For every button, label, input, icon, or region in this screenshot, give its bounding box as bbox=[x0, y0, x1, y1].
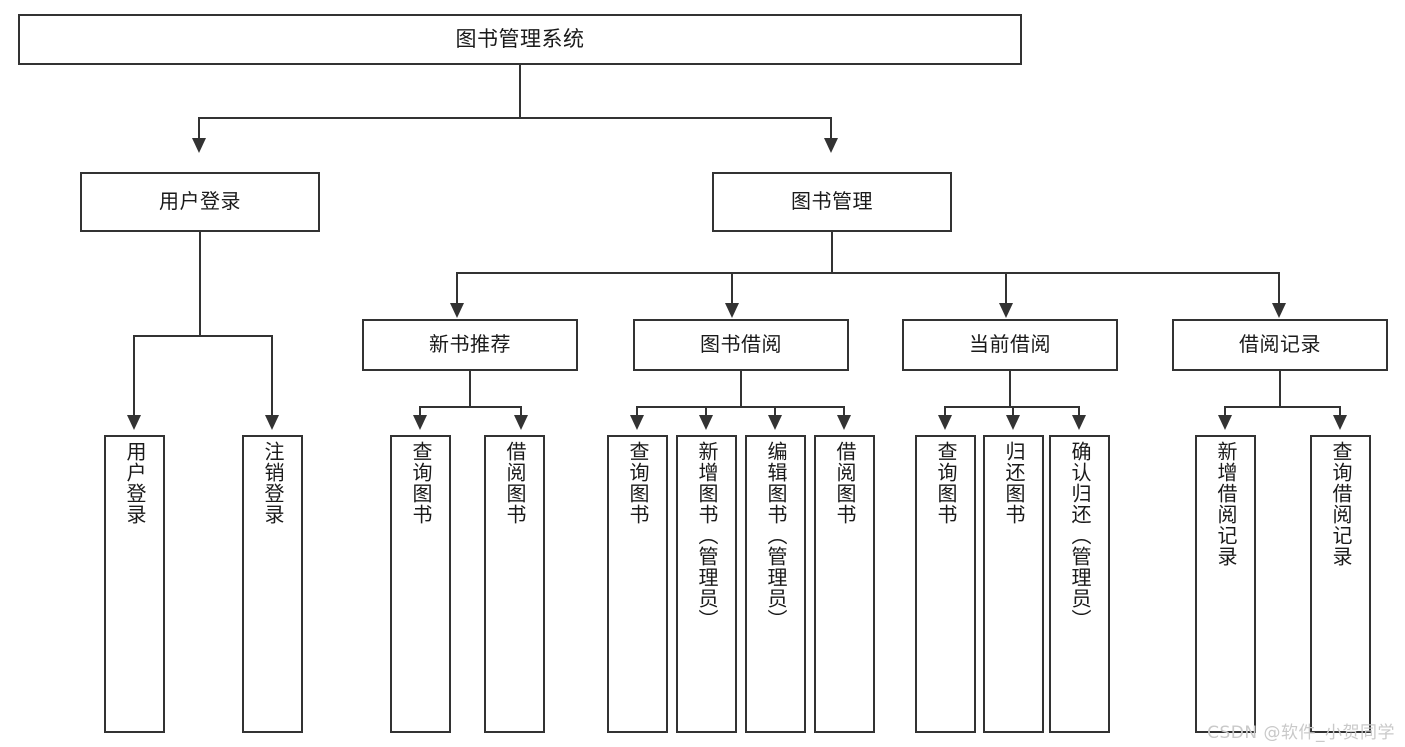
leaf-user-login[interactable]: 用户登录 bbox=[104, 435, 165, 733]
connector-book-borrow-drop-1 bbox=[636, 406, 638, 417]
leaf-add-borrow-record[interactable]: 新增借阅记录 bbox=[1195, 435, 1256, 733]
node-label: 图书管理系统 bbox=[455, 27, 585, 52]
node-label: 用户登录 bbox=[123, 441, 147, 525]
node-label: 借阅图书 bbox=[503, 441, 527, 525]
arrow-to-book-manage bbox=[824, 138, 838, 153]
node-borrow-record[interactable]: 借阅记录 bbox=[1172, 319, 1388, 371]
node-label: 查询图书 bbox=[626, 441, 650, 525]
node-label: 新增借阅记录 bbox=[1214, 441, 1238, 567]
node-current-borrow[interactable]: 当前借阅 bbox=[902, 319, 1118, 371]
connector-borrow-record-drop-2 bbox=[1339, 406, 1341, 417]
leaf-logout[interactable]: 注销登录 bbox=[242, 435, 303, 733]
connector-new-book-drop-1 bbox=[419, 406, 421, 417]
connector-book-borrow-bar bbox=[636, 406, 844, 408]
arrow-to-leaf-query-book-1 bbox=[413, 415, 427, 430]
leaf-edit-book-admin[interactable]: 编辑图书（管理员） bbox=[745, 435, 806, 733]
node-label: 图书借阅 bbox=[700, 332, 782, 357]
node-label: 新增图书（管理员） bbox=[695, 441, 719, 630]
leaf-query-book-current[interactable]: 查询图书 bbox=[915, 435, 976, 733]
connector-book-borrow-drop-2 bbox=[705, 406, 707, 417]
connector-book-manage-stem bbox=[831, 232, 833, 274]
node-label: 图书管理 bbox=[791, 189, 873, 214]
node-book-borrow[interactable]: 图书借阅 bbox=[633, 319, 849, 371]
connector-book-borrow-drop-3 bbox=[774, 406, 776, 417]
node-label: 注销登录 bbox=[261, 441, 285, 525]
arrow-to-current-borrow bbox=[999, 303, 1013, 318]
node-label: 查询借阅记录 bbox=[1329, 441, 1353, 567]
connector-borrow-record-drop-1 bbox=[1224, 406, 1226, 417]
leaf-borrow-book-recommend[interactable]: 借阅图书 bbox=[484, 435, 545, 733]
arrow-to-leaf-query-record bbox=[1333, 415, 1347, 430]
arrow-to-leaf-query-book-2 bbox=[630, 415, 644, 430]
connector-level1-drop-left bbox=[198, 117, 200, 140]
node-label: 当前借阅 bbox=[969, 332, 1051, 357]
node-new-book-recommend[interactable]: 新书推荐 bbox=[362, 319, 578, 371]
arrow-to-leaf-borrow-book-2 bbox=[837, 415, 851, 430]
connector-new-book-stem bbox=[469, 371, 471, 408]
arrow-to-book-borrow bbox=[725, 303, 739, 318]
arrow-to-new-book-recommend bbox=[450, 303, 464, 318]
arrow-to-leaf-logout bbox=[265, 415, 279, 430]
arrow-to-leaf-edit-book bbox=[768, 415, 782, 430]
connector-level2-drop-4 bbox=[1278, 272, 1280, 305]
connector-new-book-drop-2 bbox=[520, 406, 522, 417]
node-label: 用户登录 bbox=[159, 189, 241, 214]
arrow-to-user-login bbox=[192, 138, 206, 153]
arrow-to-borrow-record bbox=[1272, 303, 1286, 318]
leaf-confirm-return-admin[interactable]: 确认归还（管理员） bbox=[1049, 435, 1110, 733]
node-label: 查询图书 bbox=[934, 441, 958, 525]
connector-current-borrow-stem bbox=[1009, 371, 1011, 408]
node-label: 确认归还（管理员） bbox=[1068, 441, 1092, 630]
connector-current-borrow-drop-3 bbox=[1078, 406, 1080, 417]
leaf-query-borrow-record[interactable]: 查询借阅记录 bbox=[1310, 435, 1371, 733]
leaf-query-book-recommend[interactable]: 查询图书 bbox=[390, 435, 451, 733]
arrow-to-leaf-user-login bbox=[127, 415, 141, 430]
connector-root-stem bbox=[519, 65, 521, 118]
connector-user-login-drop-1 bbox=[133, 335, 135, 417]
connector-level2-drop-2 bbox=[731, 272, 733, 305]
leaf-return-book[interactable]: 归还图书 bbox=[983, 435, 1044, 733]
connector-borrow-record-stem bbox=[1279, 371, 1281, 408]
connector-user-login-drop-2 bbox=[271, 335, 273, 417]
connector-current-borrow-drop-1 bbox=[944, 406, 946, 417]
connector-borrow-record-bar bbox=[1224, 406, 1341, 408]
connector-user-login-bar bbox=[133, 335, 273, 337]
node-label: 编辑图书（管理员） bbox=[764, 441, 788, 630]
node-label: 查询图书 bbox=[409, 441, 433, 525]
arrow-to-leaf-confirm-return bbox=[1072, 415, 1086, 430]
connector-user-login-stem bbox=[199, 232, 201, 336]
arrow-to-leaf-add-record bbox=[1218, 415, 1232, 430]
connector-book-borrow-stem bbox=[740, 371, 742, 408]
leaf-borrow-book[interactable]: 借阅图书 bbox=[814, 435, 875, 733]
connector-current-borrow-drop-2 bbox=[1012, 406, 1014, 417]
leaf-query-book-borrow[interactable]: 查询图书 bbox=[607, 435, 668, 733]
node-user-login[interactable]: 用户登录 bbox=[80, 172, 320, 232]
arrow-to-leaf-return-book bbox=[1006, 415, 1020, 430]
node-label: 新书推荐 bbox=[429, 332, 511, 357]
node-label: 借阅记录 bbox=[1239, 332, 1321, 357]
connector-level1-bar bbox=[198, 117, 832, 119]
connector-level2-bar bbox=[456, 272, 1280, 274]
node-label: 归还图书 bbox=[1002, 441, 1026, 525]
connector-new-book-bar bbox=[419, 406, 522, 408]
node-book-manage[interactable]: 图书管理 bbox=[712, 172, 952, 232]
connector-book-borrow-drop-4 bbox=[843, 406, 845, 417]
connector-level1-drop-right bbox=[830, 117, 832, 140]
connector-level2-drop-1 bbox=[456, 272, 458, 305]
arrow-to-leaf-borrow-book-1 bbox=[514, 415, 528, 430]
node-label: 借阅图书 bbox=[833, 441, 857, 525]
arrow-to-leaf-add-book bbox=[699, 415, 713, 430]
connector-level2-drop-3 bbox=[1005, 272, 1007, 305]
node-root-system[interactable]: 图书管理系统 bbox=[18, 14, 1022, 65]
leaf-add-book-admin[interactable]: 新增图书（管理员） bbox=[676, 435, 737, 733]
arrow-to-leaf-query-book-3 bbox=[938, 415, 952, 430]
